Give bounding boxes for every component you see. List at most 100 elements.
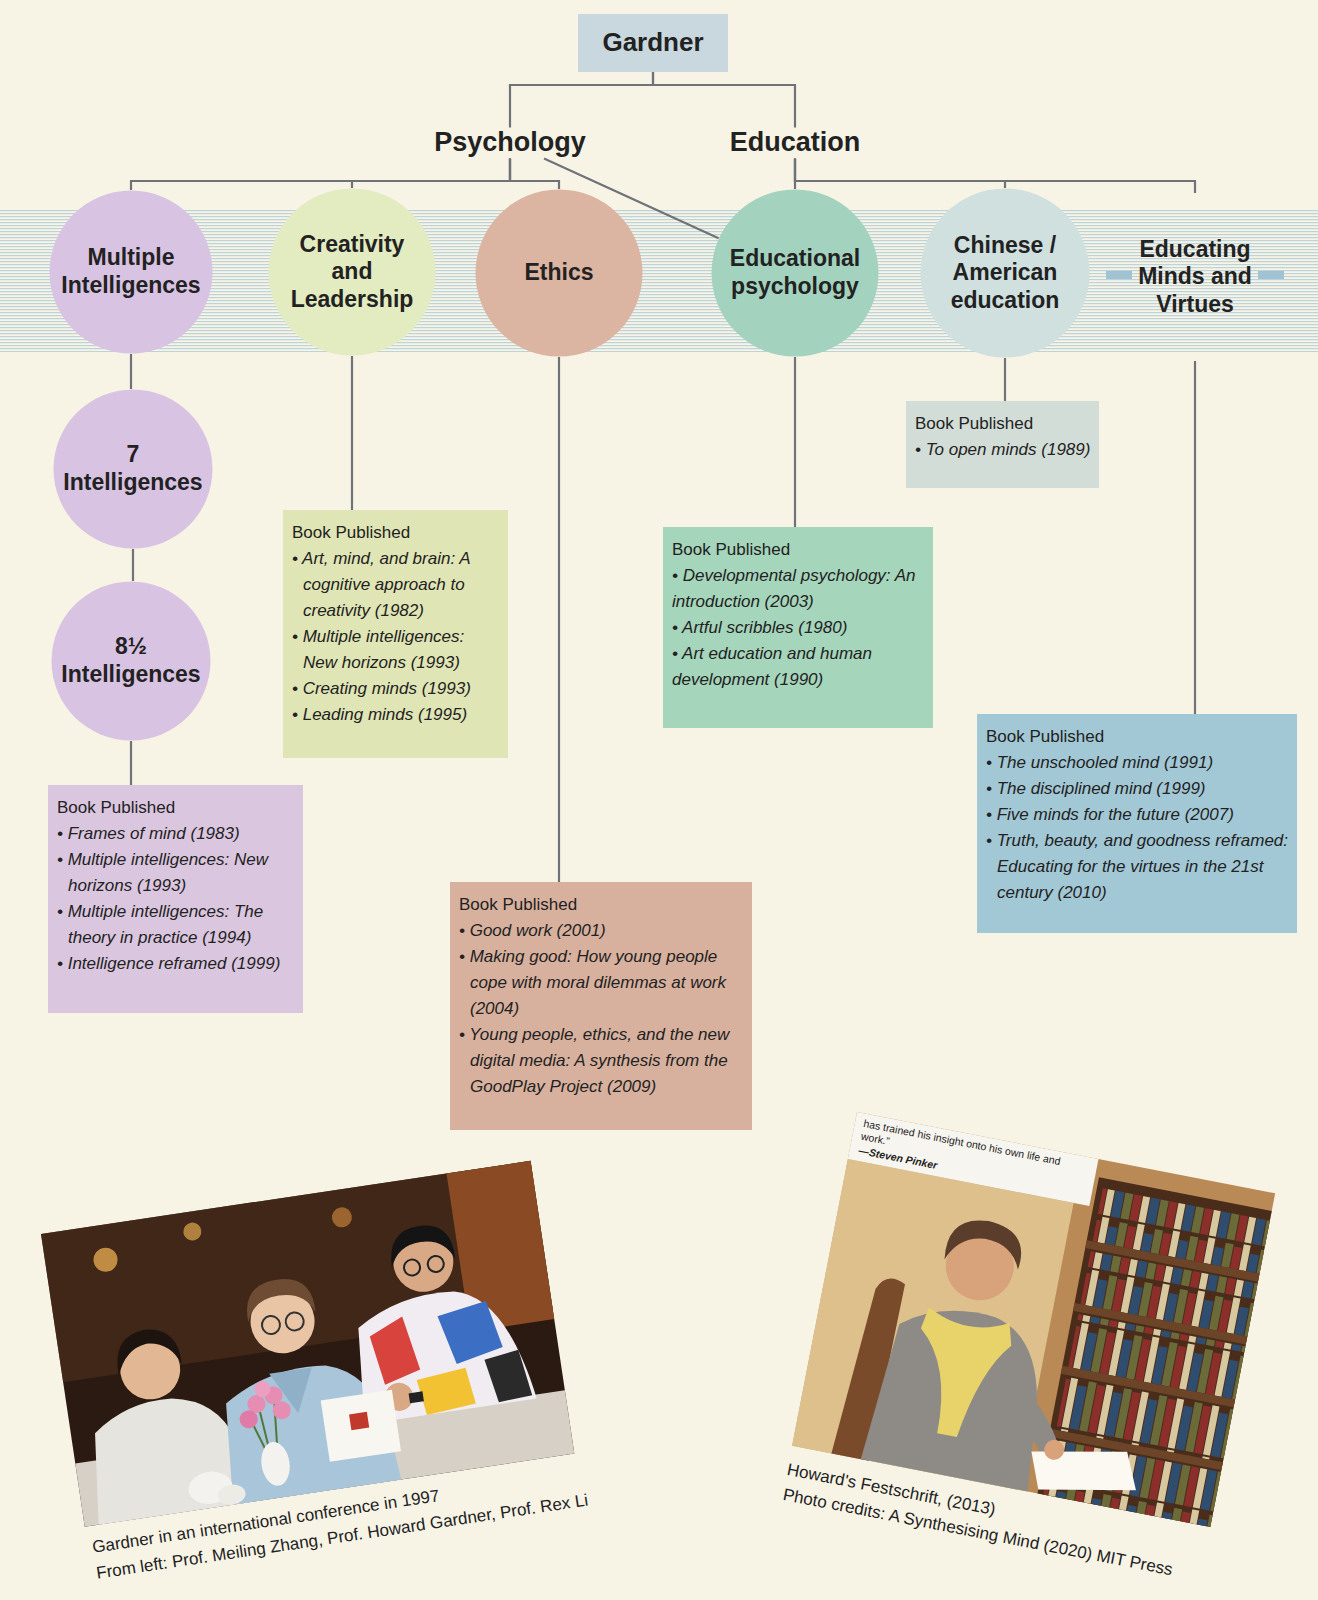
festschrift-photo-part (1073, 1303, 1247, 1344)
tree-connector (1194, 361, 1196, 714)
circle-fill (50, 191, 213, 354)
book-title: • Making good: How young people cope wit… (459, 944, 744, 1022)
tree-connector (795, 159, 1005, 188)
conference-photo-part (330, 1206, 353, 1229)
tree-connector (558, 357, 560, 882)
circle-fill (476, 190, 643, 357)
conference-photo-part (427, 1255, 445, 1273)
circle-fill (54, 390, 213, 549)
tree-connector (132, 549, 134, 581)
list-heading: Book Published (57, 795, 295, 821)
book-list-box: Book Published• Frames of mind (1983)• M… (48, 785, 303, 1013)
conference-photo-part (258, 1440, 292, 1488)
book-title: • The disciplined mind (1999) (986, 776, 1289, 802)
book-title: • Good work (2001) (459, 918, 744, 944)
book-title: • The unschooled mind (1991) (986, 750, 1289, 776)
conference-photo-part (416, 1367, 476, 1416)
conference-photo-part (41, 1161, 574, 1527)
conference-photo-part (82, 1389, 251, 1525)
festschrift-photo (792, 1112, 1275, 1527)
node-label: 8½ Intelligences (60, 633, 202, 688)
book-title: • Multiple intelligences: New horizons (… (57, 847, 295, 899)
conference-photo-part (386, 1221, 455, 1268)
subtopic-circle: 7 Intelligences (53, 389, 213, 549)
tree-connector (653, 72, 795, 128)
node-label: Educational psychology (724, 245, 866, 300)
node-label: Creativity and Leadership (281, 231, 423, 314)
conference-photo-part (216, 1483, 247, 1507)
tree-connector (130, 354, 132, 389)
tree-connector (1004, 358, 1006, 401)
node-label: Psychology (434, 127, 586, 158)
branch-label: Psychology (434, 127, 586, 158)
list-heading: Book Published (459, 892, 744, 918)
conference-photo-part (113, 1325, 183, 1376)
book-title: • Developmental psychology: An introduct… (672, 563, 925, 615)
stripe-band-part (1258, 271, 1284, 279)
conference-photo-part (409, 1391, 424, 1403)
conference-photo-part (436, 1300, 504, 1366)
conference-photo-part (271, 1400, 291, 1420)
conference-photo-part (253, 1380, 271, 1398)
festschrift-photo-part (1042, 1438, 1065, 1461)
book-list-box: Book Published• Art, mind, and brain: A … (283, 510, 508, 758)
book-title: • Art education and human development (1… (672, 641, 925, 693)
node-label: Educating Minds and Virtues (1124, 236, 1266, 319)
book-title: • Frames of mind (1983) (57, 821, 295, 847)
conference-photo-part (243, 1275, 316, 1323)
topic-circle: Ethics (475, 189, 643, 357)
book-title: • Leading minds (1995) (292, 702, 500, 728)
book-title: • Multiple intelligences: The theory in … (57, 899, 295, 951)
circle-text-holder: Educational psychology (711, 189, 879, 357)
book-title: • Art, mind, and brain: A cognitive appr… (292, 546, 500, 624)
festschrift-photo-part (848, 1112, 1099, 1206)
tree-connector (351, 356, 353, 510)
conference-photo-part (284, 1311, 304, 1331)
stripe-band-part (1106, 271, 1132, 279)
list-heading: Book Published (672, 537, 925, 563)
conference-photo (41, 1161, 574, 1527)
node-label: Education (730, 127, 861, 158)
circle-fill (921, 189, 1090, 358)
festschrift-photo-part (1025, 1434, 1143, 1508)
circle-fill (269, 189, 436, 356)
topic-circle: Creativity and Leadership (268, 188, 436, 356)
circle-text-holder: 8½ Intelligences (51, 581, 211, 741)
festschrift-photo-part (792, 1112, 1275, 1527)
topic-circle: Multiple Intelligences (49, 190, 213, 354)
node-label: Ethics (488, 259, 630, 287)
tree-connector (131, 159, 510, 190)
circle-text-holder: Multiple Intelligences (49, 190, 213, 354)
conference-photo-part (368, 1315, 422, 1386)
topic-circle: Educational psychology (711, 189, 879, 357)
list-heading: Book Published (292, 520, 500, 546)
tree-connector (352, 159, 510, 188)
book-list-box: Book Published• To open minds (1989) (906, 401, 1099, 488)
conference-photo-part (349, 1412, 369, 1430)
node-label: Gardner (602, 27, 703, 58)
festschrift-photo-part (1061, 1366, 1235, 1407)
book-list-box: Book Published• Developmental psychology… (663, 527, 933, 728)
festschrift-photo-part (902, 1307, 1016, 1444)
circle-text-holder: 7 Intelligences (53, 389, 213, 549)
root-box: Gardner (578, 14, 727, 71)
circle-text-holder: Educating Minds and Virtues (1111, 193, 1279, 361)
book-title: • Truth, beauty, and goodness reframed: … (986, 828, 1289, 906)
conference-photo-part (238, 1409, 258, 1429)
subtopic-circle: 8½ Intelligences (51, 581, 211, 741)
book-title: • Creating minds (1993) (292, 676, 500, 702)
list-heading: Book Published (986, 724, 1289, 750)
conference-photo-part (92, 1246, 119, 1273)
tree-connector (795, 159, 1195, 193)
branch-label: Education (730, 127, 861, 158)
conference-photo-part (403, 1258, 421, 1276)
book-list-box: Book Published• Good work (2001)• Making… (450, 882, 752, 1130)
node-label: Chinese / American education (934, 232, 1076, 315)
topic-label: Educating Minds and Virtues (1111, 193, 1279, 361)
conference-photo-part (321, 1390, 401, 1462)
circle-text-holder: Ethics (475, 189, 643, 357)
conference-photo-part (182, 1221, 202, 1241)
